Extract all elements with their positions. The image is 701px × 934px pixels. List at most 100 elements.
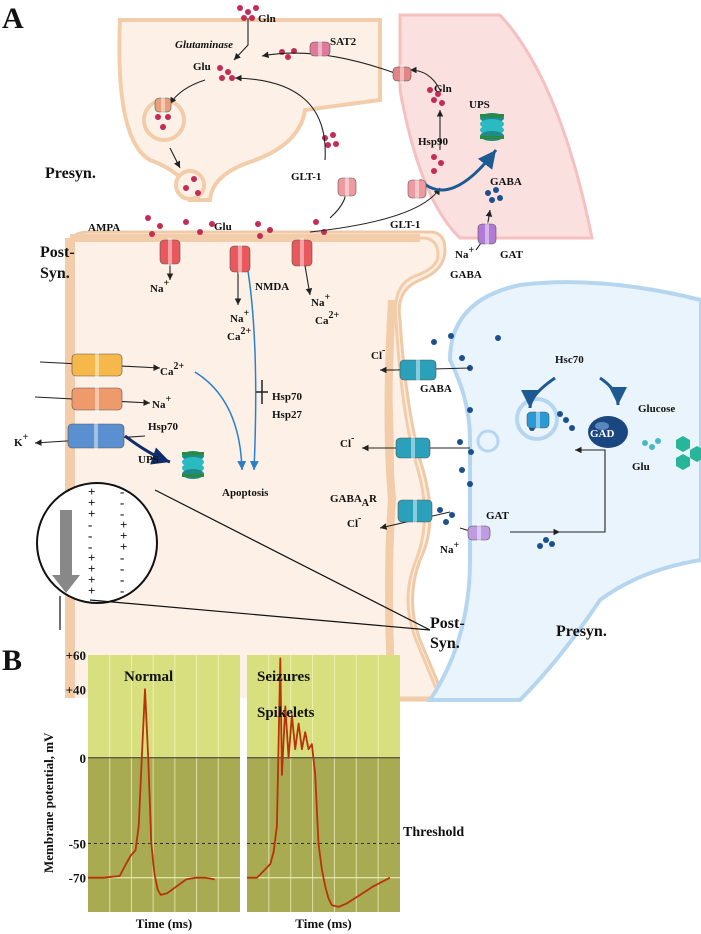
gat-right-label: GAT (486, 510, 510, 522)
gaba-dot (537, 543, 543, 549)
glu-top-label: Glu (193, 61, 211, 73)
apoptosis-label: Apoptosis (222, 487, 269, 499)
glu-dot (209, 221, 215, 227)
gaba-receptor-2 (395, 436, 431, 460)
membrane-sign-outer: - (120, 506, 124, 521)
glu-dot (149, 231, 155, 237)
presyn-right-label: Presyn. (556, 623, 607, 640)
glu-dot (427, 87, 433, 93)
membrane-sign-inner: + (88, 583, 95, 598)
gln-top-label: Gln (258, 13, 276, 25)
gaba-dot (459, 467, 465, 473)
glu-dot (255, 221, 261, 227)
gaba-astro-bottom-label: GABA (450, 269, 482, 281)
glu-dot (245, 9, 251, 15)
glu-dot (225, 69, 231, 75)
membrane-sign-inner: + (88, 506, 95, 521)
gaba-dot (549, 541, 555, 547)
gaba-dot (431, 339, 437, 345)
glu-dot (291, 48, 297, 54)
glu-dot (229, 75, 235, 81)
glu-dot (217, 65, 223, 71)
plot-area-upper (88, 655, 240, 758)
gaba-receptor-1 (399, 358, 437, 382)
hsp-inhibition-bar (256, 380, 268, 404)
glu-small-dots (642, 438, 661, 450)
gaba-dot (449, 512, 455, 518)
na-astro-label: Na+ (455, 245, 474, 261)
na-channel-label: Na+ (152, 394, 171, 411)
y-tick-label: -50 (69, 836, 86, 851)
nmda-label: NMDA (255, 281, 289, 293)
membrane-sign-inner: - (88, 517, 92, 532)
gaba-dot (543, 537, 549, 543)
ups-post-label: UPS (138, 454, 159, 466)
gaba-dot (493, 187, 499, 193)
gaba-dot (443, 519, 449, 525)
ca-nmda-label: Ca2+ (227, 326, 251, 343)
plot-title: Normal (124, 669, 173, 685)
membrane-sign-inner: - (88, 539, 92, 554)
gad-label: GAD (590, 428, 615, 440)
blue-pathway-arrows (194, 253, 259, 471)
post-syn-left-label-2: Syn. (40, 265, 70, 282)
x-axis-label: Time (ms) (136, 916, 192, 931)
membrane-magnifier: +++---++++---+++---- (36, 482, 431, 631)
glu-dot (191, 176, 197, 182)
membrane-sign-outer: - (120, 550, 124, 565)
glu-dot (313, 219, 319, 225)
glt1-pre-transporter (337, 176, 357, 198)
postsynaptic-body-fill (70, 238, 390, 698)
panel-b-label: B (2, 644, 22, 677)
gaba-dot (467, 481, 473, 487)
na-ampa-label: Na+ (150, 278, 169, 295)
ampa-label: AMPA (88, 222, 120, 234)
gabaa-receptor-3 (397, 498, 433, 524)
glu-dot (285, 54, 291, 60)
y-tick-label: 0 (80, 751, 87, 766)
ampa-receptor (159, 238, 181, 266)
glu-dot (165, 114, 171, 120)
glu-cleft-label: Glu (214, 221, 232, 233)
glt1-astro-transporter (407, 178, 427, 200)
cl-1-label: Cl- (371, 345, 385, 362)
hsc70-label: Hsc70 (555, 354, 584, 366)
potential-trace (247, 657, 391, 908)
gaba-dot (485, 190, 491, 196)
y-tick-label: +60 (66, 648, 86, 663)
glu-dot (241, 15, 247, 21)
membrane-sign-inner: + (88, 572, 95, 587)
glu-dot (253, 5, 259, 11)
gat-astro-transporter (477, 222, 497, 246)
hsp90-label: Hsp90 (418, 136, 448, 148)
na-channel (71, 386, 123, 412)
gln-astro-label: Gln (434, 83, 452, 95)
glt1-astro-label: GLT-1 (390, 219, 420, 231)
plot-annotation: Spikelets (257, 705, 315, 721)
astro-gln-transporter (392, 65, 412, 83)
membrane-sign-outer: - (120, 583, 124, 598)
sat2-transporter (309, 40, 331, 58)
glu-right-label: Glu (632, 461, 650, 473)
presyn-top-label: Presyn. (45, 165, 96, 182)
membrane-sign-outer: + (120, 517, 127, 532)
gad-enzyme (588, 416, 628, 448)
glu-dot (219, 75, 225, 81)
glutaminase-label: Glutaminase (175, 39, 233, 51)
gaba-dot (437, 507, 443, 513)
na-gat-label: Na+ (440, 540, 459, 556)
k-channel-label: K+ (14, 432, 29, 449)
proteasome-post (182, 451, 204, 479)
glu-dot (155, 114, 161, 120)
gaba-dot (497, 195, 503, 201)
glu-dot (325, 142, 331, 148)
glu-dot (145, 215, 151, 221)
y-tick-label: -70 (69, 871, 86, 886)
membrane-sign-inner: + (88, 484, 95, 499)
third-glutamate-receptor (291, 238, 313, 268)
glu-dot (330, 132, 336, 138)
post-syn-left-label-1: Post- (40, 244, 75, 261)
transporters (67, 40, 550, 542)
